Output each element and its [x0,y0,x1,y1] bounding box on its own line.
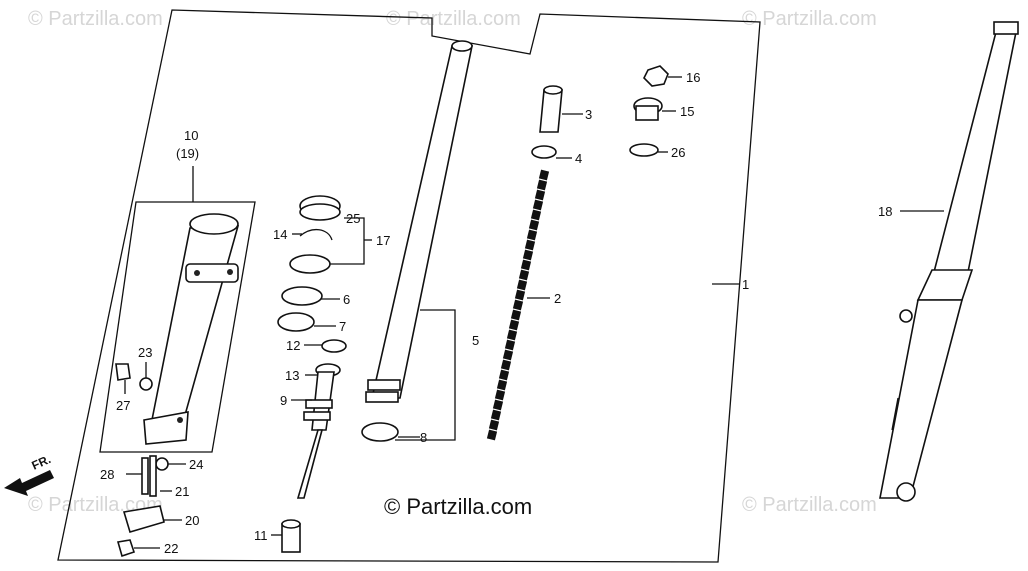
watermark: © Partzilla.com [386,8,521,30]
callout-21: 21 [175,484,189,499]
complete-fork [879,21,1019,502]
callout-24: 24 [189,457,203,472]
callout-10: 10 [184,128,198,143]
callout-12: 12 [286,338,300,353]
fork-piston [296,363,341,499]
callout-16: 16 [686,70,700,85]
front-direction-arrow: FR. [4,452,54,496]
piston-ring [321,339,347,353]
callout-6: 6 [343,292,350,307]
fork-pipe [365,40,473,403]
rebound-spring [281,519,301,553]
leader-lines [124,76,944,549]
callout-14: 14 [273,227,287,242]
spring-seat [531,145,557,159]
callout-8: 8 [420,430,427,445]
callout-26: 26 [671,145,685,160]
callout-2: 2 [554,291,561,306]
watermark: © Partzilla.com [28,8,163,30]
slider-bushing [361,422,399,442]
axle-holder [122,505,165,533]
assembly-boundary [57,9,761,563]
fork-slider [143,213,240,445]
dust-seal [299,195,341,221]
group-boundary [99,201,256,453]
watermark: © Partzilla.com [742,8,877,30]
drain-bolt [115,363,131,381]
callout-28: 28 [100,467,114,482]
watermark: © Partzilla.com [742,494,877,516]
callout-4: 4 [575,151,582,166]
callout-27: 27 [116,398,130,413]
guide-bushing [277,312,315,332]
callout-18: 18 [878,204,892,219]
callout-11: 11 [254,528,268,543]
copyright-text: © Partzilla.com [384,494,533,519]
callout-17: 17 [376,233,390,248]
fork-spring [486,169,550,441]
oil-seal [289,254,331,274]
callout-5: 5 [472,333,479,348]
washer [139,377,153,391]
front-direction-label: FR. [30,452,53,473]
callout-23: 23 [138,345,152,360]
callout-22: 22 [164,541,178,556]
stud-bolt [149,455,157,497]
callout-9: 9 [280,393,287,408]
callout-13: 13 [285,368,299,383]
fork-bolt [643,65,669,87]
callout-3: 3 [585,107,592,122]
socket-bolt [141,457,149,495]
callout-25: 25 [346,211,360,226]
o-ring [629,143,659,157]
callout-7: 7 [339,319,346,334]
callout-1: 1 [742,277,749,292]
back-up-ring [281,286,323,306]
callout-15: 15 [680,104,694,119]
callout-19: (19) [176,146,199,161]
nut [116,539,136,558]
snap-ring [299,229,333,241]
callout-20: 20 [185,513,199,528]
washer [155,457,169,471]
fork-cap [633,97,663,121]
spring-collar [539,85,563,133]
